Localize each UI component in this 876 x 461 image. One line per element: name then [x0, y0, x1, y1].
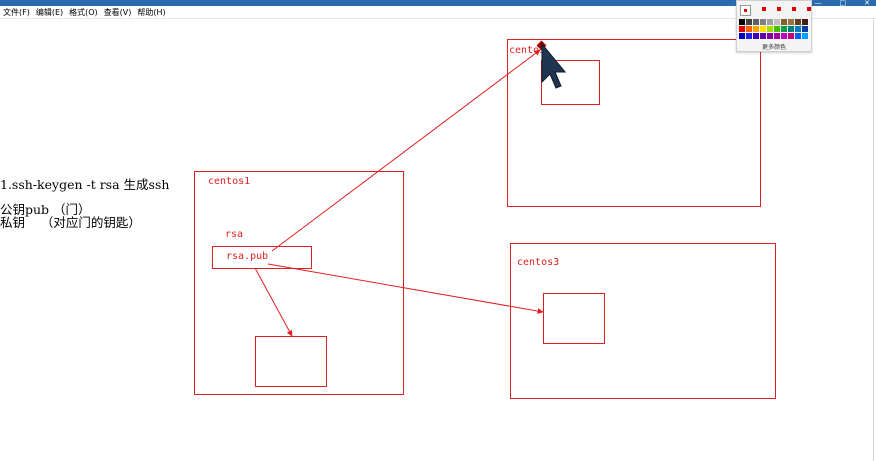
color-swatch[interactable]: [767, 33, 773, 39]
menu-edit[interactable]: 编辑(E): [35, 7, 64, 17]
recent-color-4[interactable]: [807, 7, 811, 11]
vertical-scrollbar[interactable]: [873, 20, 876, 461]
recent-color-1[interactable]: [762, 7, 766, 11]
centos1-box[interactable]: [194, 171, 404, 395]
recent-color-2[interactable]: [777, 7, 781, 11]
menu-view[interactable]: 查看(V): [103, 7, 132, 17]
editor-canvas[interactable]: [0, 20, 876, 461]
menu-file[interactable]: 文件(F): [3, 7, 30, 17]
title-bar: — □ ✕: [0, 0, 876, 7]
color-swatch[interactable]: [739, 33, 745, 39]
color-swatch[interactable]: [802, 26, 808, 32]
close-icon[interactable]: ✕: [864, 0, 870, 7]
centos1-label: centos1: [208, 176, 250, 187]
mouse-cursor-icon: [541, 42, 566, 89]
menu-format[interactable]: 格式(O): [69, 7, 98, 17]
color-swatch[interactable]: [781, 26, 787, 32]
centos1-inner-box[interactable]: [255, 336, 327, 387]
centos3-label: centos3: [517, 257, 559, 268]
color-swatch[interactable]: [795, 19, 801, 25]
current-color-swatch[interactable]: [740, 5, 751, 16]
color-swatch[interactable]: [774, 33, 780, 39]
arrow-to-centos3: [267, 263, 544, 315]
centos3-inner-box[interactable]: [543, 293, 605, 344]
color-swatch[interactable]: [746, 26, 752, 32]
color-swatch[interactable]: [753, 33, 759, 39]
note-line-2: 公钥pub （门）: [0, 202, 91, 217]
color-picker-popup: 更多颜色: [736, 0, 812, 52]
rsa-pub-label: rsa.pub: [226, 251, 268, 262]
color-swatch[interactable]: [788, 33, 794, 39]
color-swatch[interactable]: [795, 26, 801, 32]
more-colors-link[interactable]: 更多颜色: [761, 44, 786, 51]
rsa-label: rsa: [225, 229, 243, 240]
color-swatch[interactable]: [781, 19, 787, 25]
centos2-box[interactable]: [507, 39, 761, 207]
centos3-box[interactable]: [510, 243, 776, 399]
note-line-1: 1.ssh-keygen -t rsa 生成ssh: [0, 177, 170, 192]
color-swatch[interactable]: [760, 26, 766, 32]
color-swatch[interactable]: [795, 33, 801, 39]
arrow-to-centos2: [271, 49, 541, 252]
rsa-pub-box[interactable]: [212, 246, 312, 269]
arrow-to-centos1-inner: [254, 267, 293, 337]
color-swatch[interactable]: [739, 19, 745, 25]
color-swatch[interactable]: [760, 33, 766, 39]
color-swatch[interactable]: [753, 19, 759, 25]
color-swatch[interactable]: [760, 19, 766, 25]
note-line-3: 私钥 （对应门的钥匙）: [0, 215, 141, 230]
color-swatch[interactable]: [802, 19, 808, 25]
menu-help[interactable]: 帮助(H): [137, 7, 166, 17]
menu-bar: 文件(F) 编辑(E) 格式(O) 查看(V) 帮助(H): [0, 6, 876, 19]
color-swatch[interactable]: [788, 19, 794, 25]
color-swatch[interactable]: [802, 33, 808, 39]
color-swatch-grid: [739, 19, 809, 40]
color-swatch[interactable]: [767, 26, 773, 32]
color-swatch[interactable]: [753, 26, 759, 32]
minimize-icon[interactable]: —: [814, 0, 822, 7]
recent-color-3[interactable]: [792, 7, 796, 11]
color-swatch[interactable]: [774, 26, 780, 32]
color-swatch[interactable]: [788, 26, 794, 32]
color-swatch[interactable]: [767, 19, 773, 25]
color-swatch[interactable]: [746, 19, 752, 25]
maximize-icon[interactable]: □: [839, 0, 847, 7]
color-swatch[interactable]: [739, 26, 745, 32]
color-swatch[interactable]: [746, 33, 752, 39]
color-swatch[interactable]: [781, 33, 787, 39]
centos2-label: centos: [509, 45, 545, 56]
recent-colors: [740, 5, 811, 16]
window-controls: — □ ✕: [814, 0, 871, 7]
color-swatch[interactable]: [774, 19, 780, 25]
